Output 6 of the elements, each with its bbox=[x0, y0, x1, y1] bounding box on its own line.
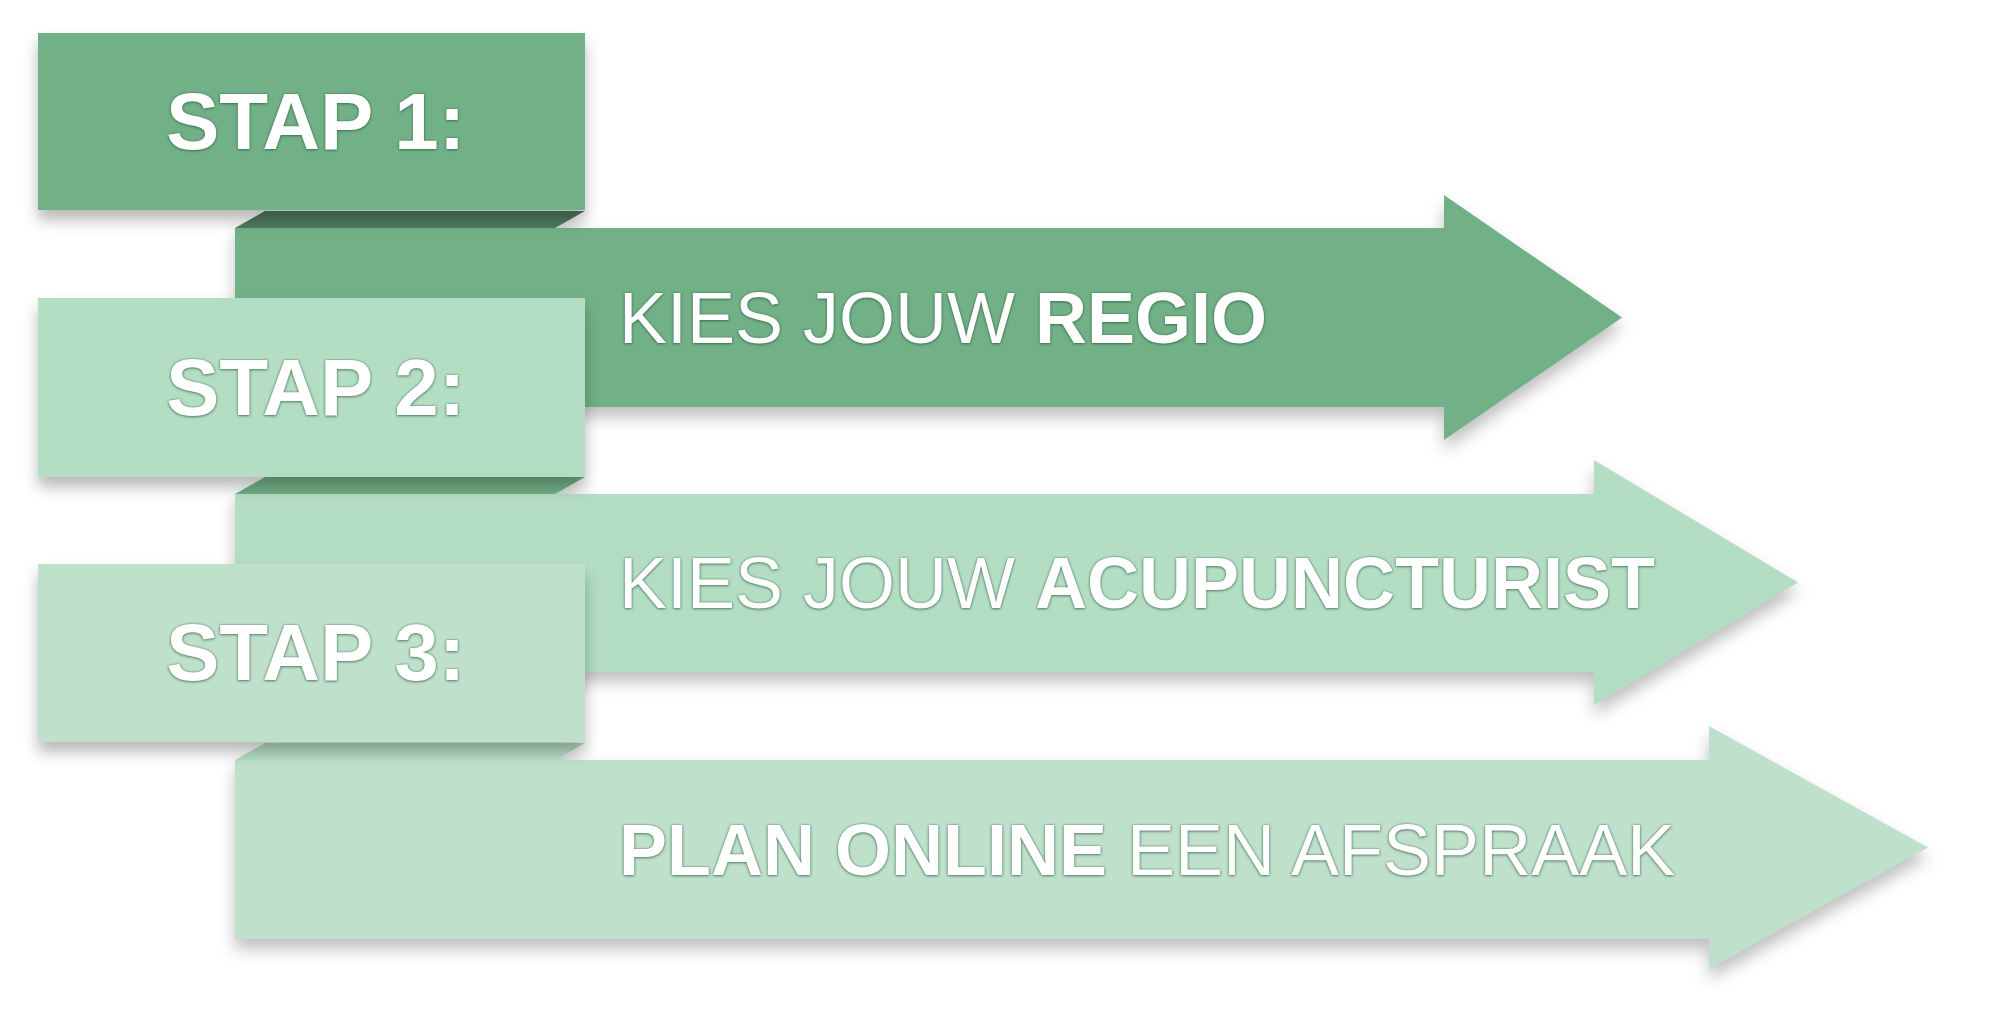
step-instruction: KIES JOUW ACUPUNCTURIST bbox=[619, 547, 1656, 619]
step-card: STAP 2: bbox=[38, 298, 585, 477]
step-instruction: KIES JOUW REGIO bbox=[619, 281, 1268, 354]
step-card: STAP 3: bbox=[38, 564, 585, 742]
step-card: STAP 1: bbox=[38, 33, 585, 210]
step-instruction: PLAN ONLINE EEN AFSPRAAK bbox=[619, 813, 1676, 886]
